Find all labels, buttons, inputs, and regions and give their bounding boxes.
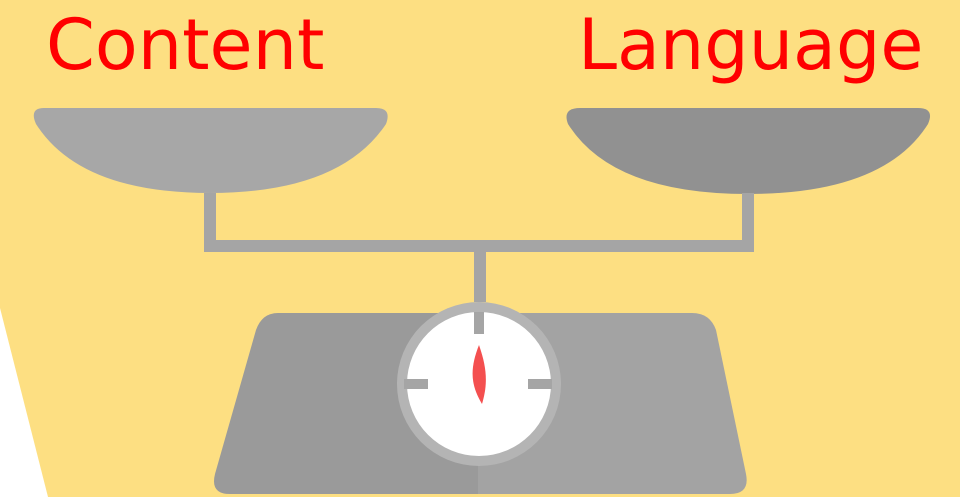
left-post [204,193,216,249]
right-pan [566,108,931,194]
content-label: Content [46,4,325,86]
needle-icon [472,345,486,404]
crossbar [204,240,754,252]
left-pan [33,108,388,193]
center-column [474,252,486,302]
dial-tick-left [404,379,428,389]
dial-icon [397,302,561,466]
language-label: Language [578,4,924,86]
dial-tick-top [474,312,484,334]
right-post [742,193,754,249]
scale-frame [204,193,754,302]
dial-tick-right [528,379,552,389]
